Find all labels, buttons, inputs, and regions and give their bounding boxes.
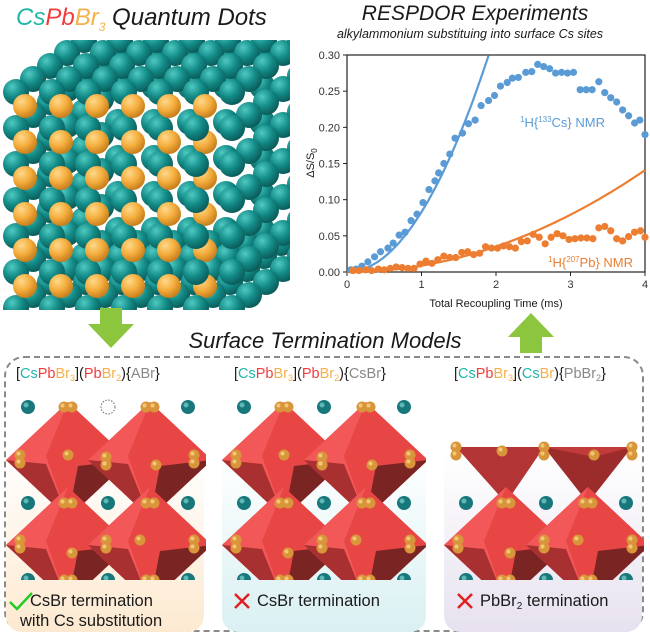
svg-text:0: 0 xyxy=(344,279,350,291)
respdor-title: RESPDOR Experiments xyxy=(361,2,589,25)
up-arrow-icon xyxy=(508,313,554,353)
respdor-subtitle: alkylammonium substituing into surface C… xyxy=(336,27,604,41)
svg-text:4: 4 xyxy=(642,279,648,291)
svg-text:2: 2 xyxy=(493,279,499,291)
down-arrow-icon xyxy=(88,308,134,348)
svg-text:ΔS/S0: ΔS/S0 xyxy=(305,148,319,178)
x-axis-label: Total Recoupling Time (ms) xyxy=(429,298,562,310)
model-1-verdict-line2: with Cs substitution xyxy=(20,612,163,630)
model-2-verdict: CsBr termination xyxy=(257,592,380,610)
model-1-structure xyxy=(6,399,206,580)
pb-series-label: 1H{207Pb} NMR xyxy=(548,255,633,270)
section-title: Surface Termination Models xyxy=(188,328,462,353)
model-1-verdict-line1: CsBr termination xyxy=(30,592,153,610)
formula-sub: 3 xyxy=(98,19,106,34)
cs-series-label: 1H{133Cs} NMR xyxy=(520,115,605,130)
nanocrystal-illustration xyxy=(3,40,290,310)
cross-icon xyxy=(457,593,473,609)
model-3-verdict: PbBr2 termination xyxy=(480,592,609,612)
model-1-formula: [CsPbBr3](PbBr2){ABr} xyxy=(16,366,160,383)
svg-text:0.25: 0.25 xyxy=(319,86,340,98)
y-axis-label: ΔS/S0 xyxy=(305,148,319,178)
title-suffix: Quantum Dots xyxy=(105,4,267,31)
model-2-formula: [CsPbBr3](PbBr2){CsBr} xyxy=(234,366,386,383)
model-3-formula: [CsPbBr3](CsBr){PbBr2} xyxy=(454,366,606,383)
quantum-dots-title: CsPbBr3 Quantum Dots xyxy=(16,4,267,34)
model-3-structure xyxy=(444,441,644,580)
formula-br: Br xyxy=(74,4,99,31)
respdor-chart: 0.00 0.05 0.10 0.15 0.20 0.25 0.30 0 1 2 3 4 1H{133… xyxy=(305,50,649,310)
check-icon xyxy=(9,592,33,611)
svg-text:0.00: 0.00 xyxy=(319,267,340,279)
svg-text:0.10: 0.10 xyxy=(319,195,340,207)
model-2-structure xyxy=(222,400,426,580)
formula-pb: Pb xyxy=(45,4,75,31)
svg-text:0.20: 0.20 xyxy=(319,122,340,134)
svg-text:3: 3 xyxy=(567,279,573,291)
svg-text:0.05: 0.05 xyxy=(319,231,340,243)
formula-cs: Cs xyxy=(16,4,46,31)
cross-icon xyxy=(234,593,250,609)
svg-text:1: 1 xyxy=(418,279,424,291)
svg-text:0.30: 0.30 xyxy=(319,50,340,62)
svg-text:0.15: 0.15 xyxy=(319,159,340,171)
